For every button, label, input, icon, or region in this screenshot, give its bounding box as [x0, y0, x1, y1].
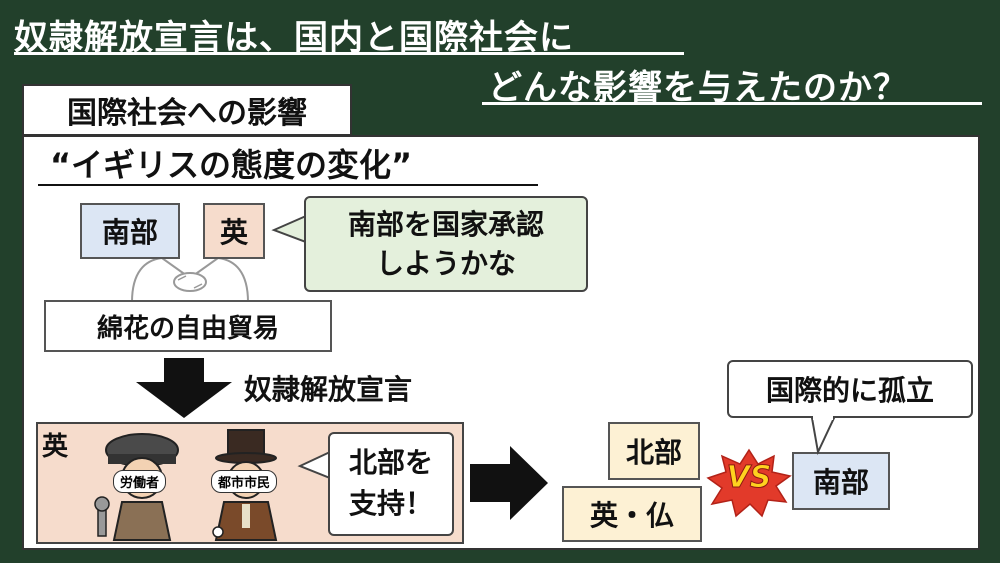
title-line-2: どんな影響を与えたのか？: [488, 68, 908, 108]
citizen-label: 都市市民: [211, 470, 278, 493]
down-arrow-icon: [136, 358, 232, 418]
speech-bubble-support-north: 北部を 支持！: [328, 432, 454, 536]
title-underline-1: [14, 52, 684, 55]
vs-label: VS: [726, 460, 772, 496]
speech-line-1: 南部を国家承認: [347, 207, 544, 241]
speech-bubble-recognize-south: 南部を国家承認 しようかな: [304, 196, 588, 292]
speech-tail-isolation: [810, 416, 836, 456]
emancipation-label: 奴隷解放宣言: [244, 373, 413, 406]
vs-burst-icon: [706, 448, 792, 518]
britain-area-label: 英: [42, 432, 69, 462]
speech-tail-support: [297, 450, 332, 480]
worker-label: 労働者: [113, 470, 167, 493]
title-line-1: 奴隷解放宣言は、国内と国際社会に: [14, 18, 574, 58]
britain-france-box: 英・仏: [562, 486, 702, 542]
support-line-1: 北部を: [348, 446, 433, 480]
north-box: 北部: [608, 422, 700, 480]
britain-box: 英: [203, 203, 265, 259]
speech-line-2: しようかな: [375, 247, 516, 280]
right-arrow-icon: [470, 446, 548, 520]
subtitle-underline: [38, 184, 538, 186]
cotton-trade-box: 綿花の自由貿易: [44, 300, 332, 352]
isolation-bubble: 国際的に孤立: [727, 360, 973, 418]
title-underline-2: [482, 102, 982, 105]
support-line-2: 支持！: [348, 487, 433, 520]
south-box: 南部: [80, 203, 180, 259]
subtitle: “イギリスの態度の変化”: [50, 146, 413, 184]
south-result-box: 南部: [792, 452, 890, 510]
section-tag: 国際社会への影響: [22, 84, 352, 136]
